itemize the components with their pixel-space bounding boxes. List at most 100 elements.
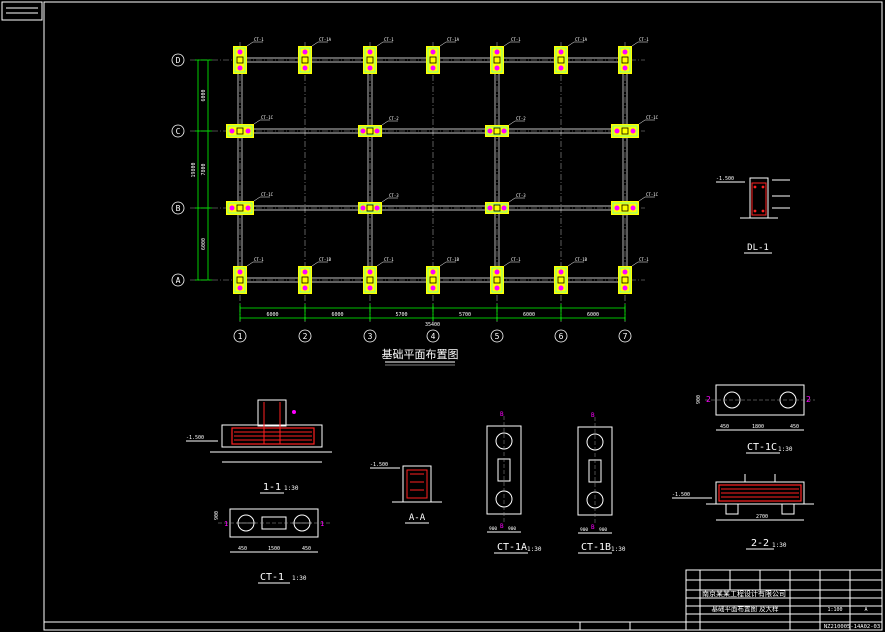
footing-cap (554, 266, 568, 294)
ct1a-section-mark: B (500, 411, 504, 418)
footing-column (366, 276, 374, 284)
footing-column (493, 127, 501, 135)
axis-bubble-label: 2 (303, 332, 308, 341)
footing-tag: CT-1 (639, 257, 649, 262)
footing-inner-outline (619, 267, 631, 293)
footing-tag-leader (508, 120, 516, 126)
ct1-dim: 450 (302, 546, 311, 552)
ct1b-section-mark: B (591, 524, 595, 531)
ct1-dim: 1500 (268, 546, 280, 552)
title-block: 南京某某工程设计有限公司 基础平面布置图 及大样 1:100 A NZ21000… (685, 569, 883, 631)
axis-bubble-circle (618, 329, 632, 343)
footing-cap (233, 46, 247, 74)
plan-title: 基础平面布置图 (382, 348, 459, 361)
aa-elev: -1.500 (370, 462, 388, 468)
footing: CT-2 (485, 116, 526, 137)
drawing-border (43, 1, 883, 631)
footing: CT-1C (226, 115, 274, 138)
footing-cap (485, 202, 509, 214)
axis-bubble-circle (554, 329, 568, 343)
footing-tag-leader (381, 197, 389, 203)
footing-tag-leader (638, 119, 646, 125)
footing-column (236, 204, 244, 212)
footing-tag: CT-1A (447, 37, 460, 42)
ct1-scale: 1:30 (292, 575, 307, 582)
footing-tag: CT-1B (319, 257, 332, 262)
footing-cap (358, 125, 382, 137)
column-axis-bubble: 7 (618, 329, 632, 343)
plan-row-dimension: 6000 (201, 238, 207, 250)
ct1c-section-mark: 2 (806, 395, 811, 404)
dl1-elev: -1.500 (716, 176, 734, 182)
footing: CT-1C (611, 115, 659, 138)
drawing-rev: A (864, 607, 867, 613)
footing-tag-leader (631, 41, 639, 47)
axis-bubble-circle (171, 201, 185, 215)
aa-title: A-A (409, 513, 426, 523)
footing-cap (426, 46, 440, 74)
footing-tag: CT-1 (511, 257, 521, 262)
footing-inner-outline (555, 267, 567, 293)
footing-pile (501, 205, 507, 211)
footing-pile (558, 269, 564, 275)
footing-tag-leader (567, 261, 575, 267)
footing: CT-1 (363, 37, 394, 74)
footing-column (366, 56, 374, 64)
footing-column (493, 56, 501, 64)
plan-bay-dimension: 6000 (331, 312, 343, 318)
footing-pile (302, 269, 308, 275)
ct1-section-mark: 1 (320, 520, 324, 528)
footing-pile (487, 205, 493, 211)
viewport-control-box[interactable] (1, 1, 43, 21)
plan-row-dimension: 7800 (201, 163, 207, 175)
footing-tag: CT-3 (389, 193, 399, 198)
s22-width: 2700 (756, 514, 768, 520)
footing-column (236, 56, 244, 64)
footing-pile (430, 65, 436, 71)
footing-pile (558, 49, 564, 55)
footing: CT-1A (298, 37, 332, 74)
row-axis-bubble: D (171, 53, 185, 67)
column-axis-bubble: 6 (554, 329, 568, 343)
footing: CT-2 (358, 116, 399, 137)
footing-cap (554, 46, 568, 74)
dl1-rebar-outline (751, 182, 767, 216)
footing: CT-1 (618, 257, 649, 294)
footing-cap (618, 266, 632, 294)
plan-bay-dimension: 5700 (395, 312, 407, 318)
footing-cap (298, 46, 312, 74)
ct1c-width: 900 (696, 395, 702, 404)
footing: CT-1 (490, 37, 521, 74)
footing-inner-outline (359, 126, 381, 136)
footing-inner-outline (227, 125, 253, 137)
footing-pile (558, 285, 564, 291)
plan-row-dimension: 6000 (201, 89, 207, 101)
detail-dl1: -1.500 DL-1 (716, 176, 790, 254)
footing-pile (622, 269, 628, 275)
footing-pile (630, 205, 636, 211)
footing-cap (358, 202, 382, 214)
footing-column (557, 276, 565, 284)
footing-tag: CT-1 (254, 257, 264, 262)
footing-pile (494, 285, 500, 291)
footing-tag: CT-1C (261, 115, 274, 120)
row-axis-bubble: A (171, 273, 185, 287)
plan-footings: CT-1CT-1CT-1ACT-1BCT-1CT-1CT-1ACT-1BCT-1… (226, 37, 659, 294)
axis-bubble-circle (298, 329, 312, 343)
footing: CT-1 (618, 37, 649, 74)
row-axis-bubble: C (171, 124, 185, 138)
ct1b-title: CT-1B (581, 542, 611, 553)
footing-column (236, 276, 244, 284)
axis-bubble-label: 4 (431, 332, 436, 341)
footing-pile (622, 285, 628, 291)
ct1-title: CT-1 (260, 572, 284, 583)
footing-tag: CT-1C (646, 192, 659, 197)
s11-footing-outline (221, 424, 323, 448)
footing-tag-leader (253, 119, 261, 125)
footing-cap (618, 46, 632, 74)
footing-inner-outline (612, 202, 638, 214)
plan-bay-dimension: 6000 (266, 312, 278, 318)
dl1-rebar-dot (753, 209, 757, 213)
ct1b-section-mark: B (591, 412, 595, 419)
